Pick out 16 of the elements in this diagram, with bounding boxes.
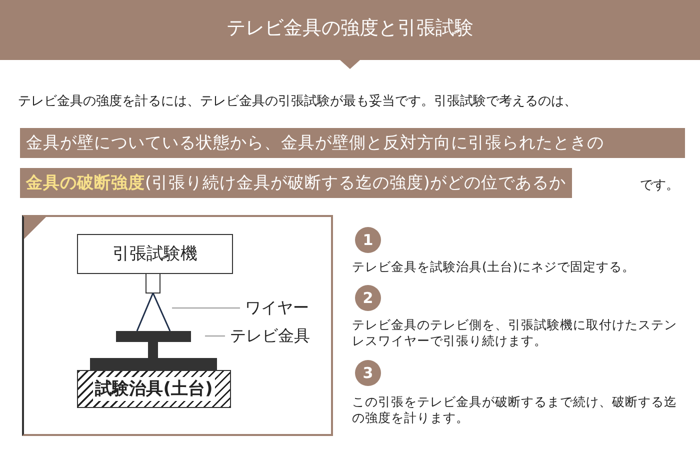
fixture-label: 試験治具(土台) [93,377,215,401]
step-number: 3 [355,360,381,386]
machine-box: 引張試験機 [77,234,233,274]
sentence-end: です。 [640,177,679,195]
highlight-band: 金具の破断強度(引張り続け金具が破断する迄の強度)がどの位であるか [20,168,572,198]
step-number: 1 [355,227,381,253]
intro-text: テレビ金具の強度を計るには、テレビ金具の引張試験が最も妥当です。引張試験で考えるのは、 [18,93,577,111]
step-number: 2 [355,285,381,311]
part-label: テレビ金具 [230,324,310,348]
title: テレビ金具の強度と引張試験 [226,16,474,41]
part-label: ワイヤー [245,296,309,320]
step-text: テレビ金具を試験治具(土台)にネジで固定する。 [352,259,636,275]
fixture-box [77,370,231,408]
highlight-band: 金具が壁についている状態から、金具が壁側と反対方向に引張られたときの [20,128,685,158]
step-text: テレビ金具のテレビ側を、引張試験機に取付けたステンレスワイヤーで引張り続けます。 [352,317,678,349]
step-text: この引張をテレビ金具が破断するまで続け、破断する迄の強度を計ります。 [352,394,678,426]
